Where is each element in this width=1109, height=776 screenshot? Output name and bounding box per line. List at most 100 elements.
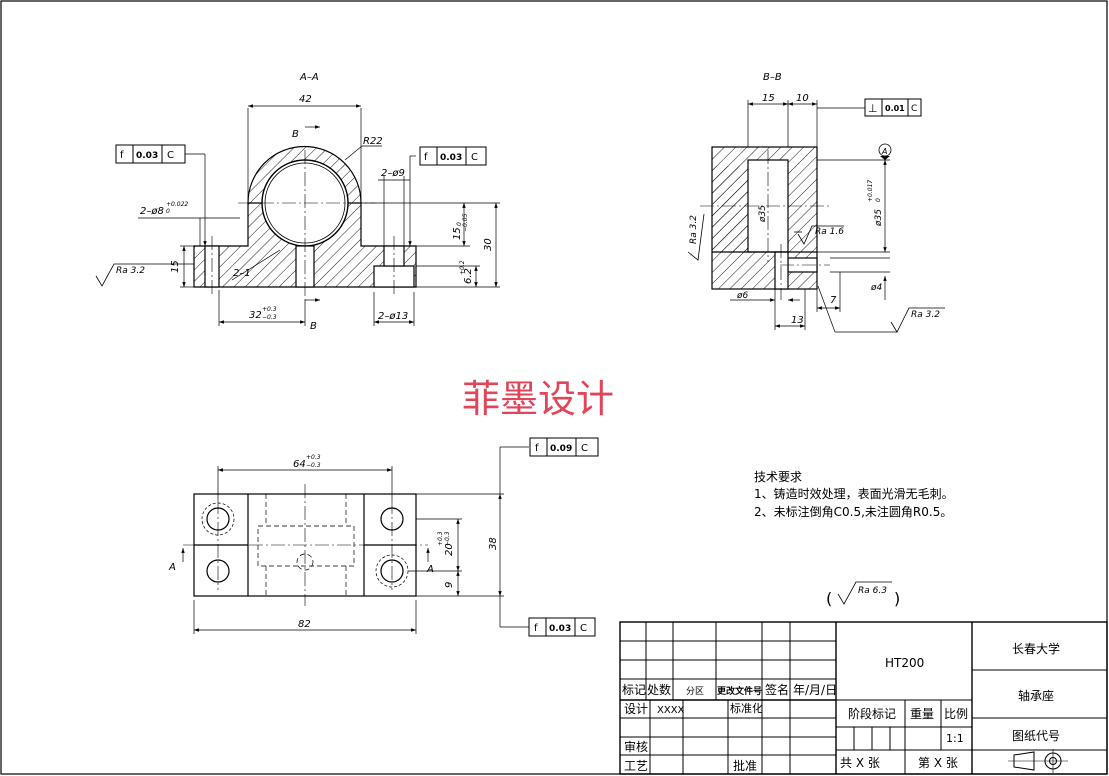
- top-dim-20: 20: [444, 543, 455, 556]
- tb-row-review: 审核: [624, 739, 648, 754]
- bb-ra-32-bottom: Ra 3.2: [911, 310, 940, 320]
- view-aa-title: A–A: [299, 72, 319, 83]
- aa-section-b-top: B: [292, 129, 299, 140]
- tb-row-sign: 签名: [765, 682, 789, 697]
- aa-fcf-left-symbol: f: [120, 150, 124, 161]
- view-top: [181, 446, 529, 634]
- top-fcf-top-value: 0.09: [550, 444, 572, 454]
- tb-row-process: 工艺: [624, 759, 648, 773]
- aa-dim-32-tol-dn: −0.3: [262, 314, 277, 321]
- top-fcf-bottom-value: 0.03: [549, 624, 571, 634]
- top-hole-bl: [206, 559, 230, 583]
- bb-dim-7: 7: [830, 295, 837, 306]
- tb-scale-label: 比例: [944, 707, 968, 721]
- top-dim-64-tol-up: +0.3: [306, 454, 321, 461]
- bb-fcf-perp: ⊥ 0.01 C: [864, 98, 922, 117]
- general-roughness-close: ): [894, 589, 900, 608]
- view-bb: B–B: [687, 72, 945, 333]
- aa-roughness: Ra 3.2: [116, 266, 145, 276]
- aa-dim-center-tol2: 0: [456, 222, 463, 226]
- aa-fcf-left-datum: C: [167, 150, 174, 161]
- bb-dim-6: ø6: [736, 291, 749, 301]
- aa-dim-r22: R22: [363, 136, 383, 147]
- top-fcf-top-datum: C: [581, 443, 588, 454]
- general-roughness: ( Ra 6.3 ): [826, 581, 900, 608]
- aa-fcf-right-datum: C: [471, 152, 478, 163]
- view-bb-title: B–B: [763, 72, 782, 83]
- title-block: [619, 621, 1108, 775]
- bb-bottom-hole: [774, 251, 789, 290]
- aa-fcf-right-value: 0.03: [440, 153, 462, 163]
- tb-row-date: 年/月/日: [793, 683, 837, 697]
- tb-row-design: 设计: [624, 702, 648, 716]
- aa-dim-center-15: 15: [452, 227, 463, 240]
- aa-dim-center-tol: −0.05: [462, 213, 469, 232]
- aa-section-b-bottom: B: [310, 321, 317, 332]
- bb-fcf-perp-datum: C: [911, 104, 917, 114]
- bb-dim-10: 10: [796, 93, 809, 104]
- tb-school: 长春大学: [1012, 641, 1060, 656]
- top-dim-64: 64: [293, 459, 306, 470]
- tb-row-count: 处数: [647, 682, 671, 697]
- aa-dim-30: 30: [483, 238, 494, 251]
- tb-sheet-no: 第 X 张: [918, 756, 958, 770]
- tech-line-2: 2、未标注倒角C0.5,未注圆角R0.5。: [754, 504, 952, 519]
- top-dim-20-tol-dn: −0.3: [444, 531, 451, 546]
- top-dim-38: 38: [488, 537, 499, 550]
- aa-fcf-right-symbol: f: [424, 152, 428, 163]
- view-aa: A–A: [95, 72, 500, 326]
- aa-dim-32: 32: [249, 310, 262, 321]
- bb-dim-bore: ø35: [758, 205, 768, 223]
- general-roughness-value: Ra 6.3: [858, 586, 887, 596]
- tb-drawing-no-label: 图纸代号: [1012, 729, 1060, 743]
- tech-line-1: 1、铸造时效处理，表面光滑无毛刺。: [754, 486, 954, 501]
- tb-material: HT200: [885, 656, 924, 670]
- bb-dim-15: 15: [762, 93, 775, 104]
- bb-fcf-perp-value: 0.01: [885, 104, 905, 113]
- aa-dim-32-tol-up: +0.3: [262, 306, 277, 313]
- aa-dim-2-8: 2–ø8: [140, 206, 164, 217]
- tb-row-zone: 分区: [686, 686, 704, 697]
- bb-dim-bore-outer-tol-dn: 0: [875, 198, 882, 202]
- bb-dim-bore-outer: ø35: [874, 209, 884, 227]
- aa-label-2-1: 2–1: [233, 268, 251, 279]
- tb-row-standard: 标准化: [730, 701, 763, 715]
- tb-sheets-total: 共 X 张: [840, 756, 880, 770]
- tb-row-design-name: XXXX: [657, 705, 685, 716]
- bb-ra-32-side: Ra 3.2: [689, 215, 699, 244]
- tb-weight-label: 重量: [910, 707, 934, 721]
- bb-fcf-perp-symbol: ⊥: [868, 102, 878, 115]
- bb-dim-4: ø4: [870, 283, 883, 293]
- top-dim-20-tol-up: +0.3: [437, 531, 444, 546]
- aa-dim-2-9: 2–ø9: [381, 168, 405, 179]
- top-fcf-top: f 0.09 C: [529, 437, 599, 457]
- aa-dim-2-8-tol-dn: 0: [166, 208, 170, 215]
- aa-fcf-right: f 0.03 C: [419, 146, 487, 166]
- watermark: 菲墨设计: [462, 377, 614, 421]
- aa-dim-6-2: 6.2: [463, 268, 474, 284]
- aa-fcf-left: f 0.03 C: [115, 144, 186, 164]
- general-roughness-open: (: [826, 589, 832, 608]
- tb-scale-value: 1:1: [946, 732, 964, 745]
- top-section-a-left: A: [168, 562, 176, 573]
- tb-part-name: 轴承座: [1018, 688, 1054, 703]
- top-fcf-top-symbol: f: [535, 443, 539, 454]
- top-dim-9: 9: [444, 582, 455, 588]
- tb-row-change-doc: 更改文件号: [717, 685, 762, 697]
- aa-dim-2-13: 2–ø13: [378, 311, 408, 322]
- top-fcf-bottom-symbol: f: [534, 623, 538, 634]
- top-dim-64-tol-dn: −0.3: [306, 462, 321, 469]
- aa-fcf-left-value: 0.03: [136, 151, 158, 161]
- tb-stage-label: 阶段标记: [848, 706, 896, 721]
- top-dim-82: 82: [298, 619, 311, 630]
- top-fcf-bottom: f 0.03 C: [528, 617, 596, 637]
- aa-dim-6-2-tol: +0.2: [459, 260, 466, 275]
- tb-row-mark: 标记: [622, 683, 646, 697]
- tb-row-approve: 批准: [733, 758, 757, 773]
- top-section-a-right: A: [426, 564, 434, 575]
- aa-dim-2-8-tol-up: +0.022: [166, 201, 188, 208]
- bb-dim-bore-outer-tol-up: +0.017: [867, 180, 874, 202]
- bb-datum-a: A: [881, 147, 887, 156]
